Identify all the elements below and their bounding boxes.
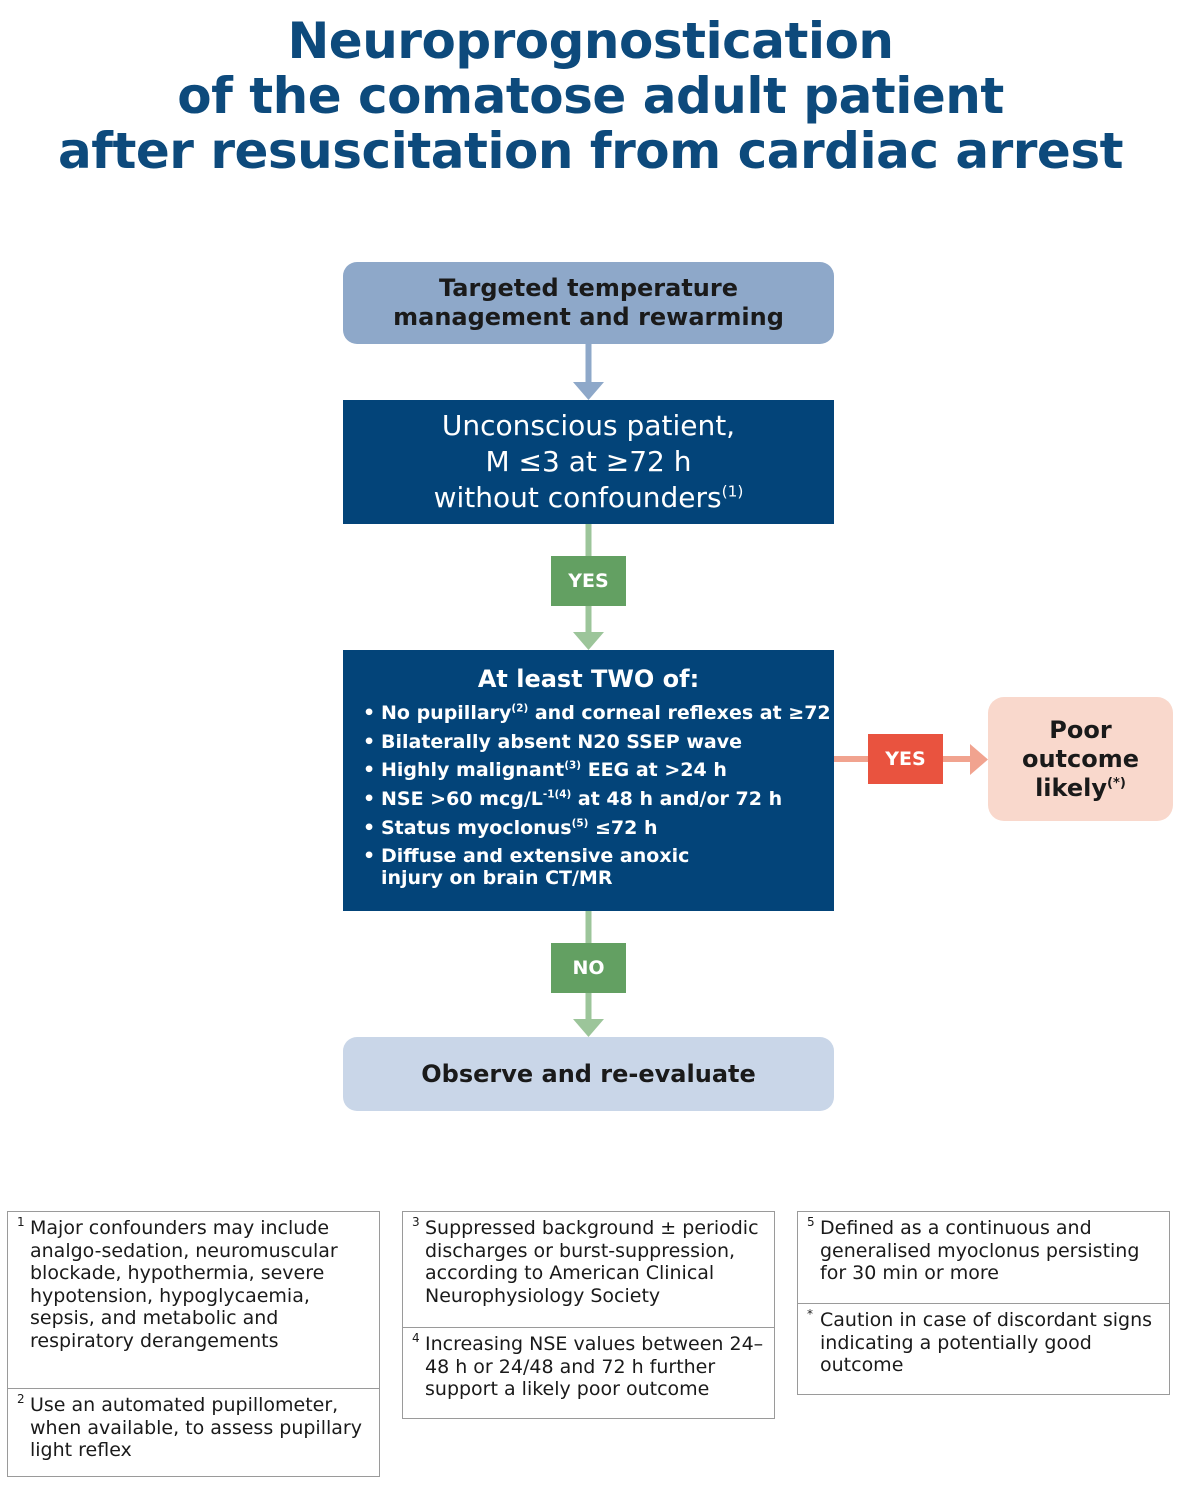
unconscious-line-3-text: without confounders	[433, 481, 722, 514]
criteria-box: At least TWO of: No pupillary(2) and cor…	[343, 650, 851, 911]
poor-line-2: outcome	[1021, 744, 1140, 773]
footnote-mark: 4	[412, 1331, 420, 1345]
page-title: Neuroprognostication of the comatose adu…	[0, 14, 1181, 179]
unconscious-line-1: Unconscious patient,	[441, 409, 736, 442]
unconscious-line-3: without confounders(1)	[434, 480, 744, 516]
observe-label: Observe and re-evaluate	[421, 1060, 756, 1088]
no-decision-label: NO	[551, 943, 626, 993]
footnote-mark: 3	[412, 1215, 420, 1229]
yes-decision-label: YES	[551, 556, 626, 606]
footnote-text: Major confounders may include analgo-sed…	[30, 1217, 338, 1352]
footnote-panel-left: 1 Major confounders may include analgo-s…	[7, 1211, 380, 1477]
unconscious-line-2: M ≤3 at ≥72 h	[485, 445, 692, 478]
footnote-mark: 2	[17, 1392, 25, 1406]
ttm-box: Targeted temperature management and rewa…	[343, 262, 834, 344]
observe-box: Observe and re-evaluate	[343, 1037, 834, 1111]
poor-outcome-box: Poor outcome likely(*)	[988, 697, 1173, 821]
arrow-yes-right-head	[970, 744, 988, 775]
footnote-star: * Caution in case of discordant signs in…	[798, 1303, 1169, 1377]
arrow-no-down-head	[573, 1019, 604, 1037]
footnote-4: 4 Increasing NSE values between 24–48 h …	[403, 1327, 774, 1401]
footnote-text: Increasing NSE values between 24–48 h or…	[425, 1333, 764, 1400]
footnote-5: 5 Defined as a continuous and generalise…	[798, 1212, 1169, 1303]
criteria-item: NSE >60 mcg/L-1(4) at 48 h and/or 72 h	[361, 788, 834, 810]
title-line-3: after resuscitation from cardiac arrest	[57, 122, 1124, 180]
criteria-heading: At least TWO of:	[477, 665, 700, 693]
footnote-2: 2 Use an automated pupillometer, when av…	[8, 1388, 379, 1462]
footnote-mark: 1	[17, 1215, 25, 1229]
footnote-text: Defined as a continuous and generalised …	[820, 1217, 1140, 1284]
footnote-mark: *	[807, 1307, 813, 1321]
unconscious-patient-box: Unconscious patient, M ≤3 at ≥72 h witho…	[343, 400, 834, 524]
yes-poor-outcome-label: YES	[868, 734, 943, 784]
criteria-list: No pupillary(2) and corneal reflexes at …	[361, 702, 851, 889]
footnote-1: 1 Major confounders may include analgo-s…	[8, 1212, 379, 1388]
criteria-item: No pupillary(2) and corneal reflexes at …	[361, 702, 851, 724]
criteria-item: Diffuse and extensive anoxic injury on b…	[361, 845, 701, 889]
footnote-text: Suppressed background ± periodic dischar…	[425, 1217, 759, 1307]
criteria-item: Highly malignant(3) EEG at >24 h	[361, 759, 834, 781]
ttm-line-1: Targeted temperature	[439, 274, 738, 302]
poor-line-1: Poor	[1049, 715, 1112, 744]
footnote-ref-1: (1)	[721, 482, 744, 501]
footnote-3: 3 Suppressed background ± periodic disch…	[403, 1212, 774, 1327]
footnote-mark: 5	[807, 1215, 815, 1229]
poor-line-3: likely(*)	[1035, 773, 1126, 802]
footnote-panel-middle: 3 Suppressed background ± periodic disch…	[402, 1211, 775, 1419]
arrow-ttm-to-unconscious-head	[573, 382, 604, 400]
footnote-text: Caution in case of discordant signs indi…	[820, 1309, 1153, 1376]
arrow-yes-down-head	[573, 632, 604, 650]
footnote-text: Use an automated pupillometer, when avai…	[30, 1394, 362, 1461]
criteria-item: Bilaterally absent N20 SSEP wave	[361, 731, 834, 753]
footnote-panel-right: 5 Defined as a continuous and generalise…	[797, 1211, 1170, 1395]
title-line-2: of the comatose adult patient	[177, 67, 1004, 125]
footnote-ref-star: (*)	[1106, 775, 1126, 791]
title-line-1: Neuroprognostication	[287, 12, 894, 70]
ttm-line-2: management and rewarming	[393, 303, 784, 331]
criteria-item: Status myoclonus(5) ≤72 h	[361, 817, 834, 839]
